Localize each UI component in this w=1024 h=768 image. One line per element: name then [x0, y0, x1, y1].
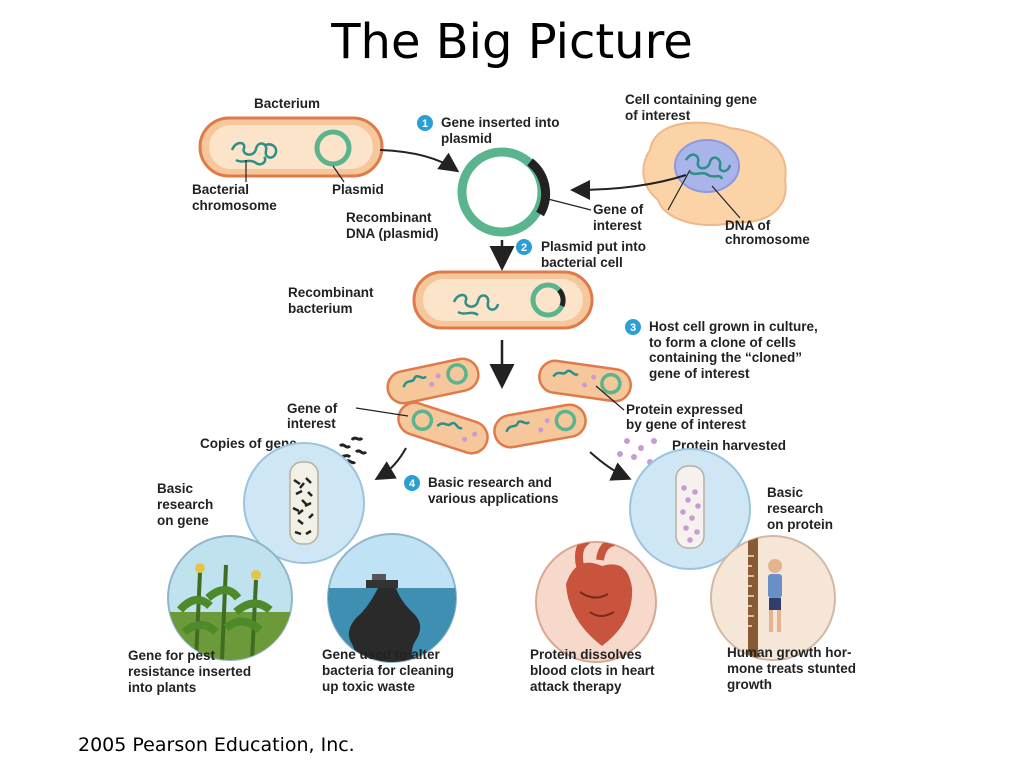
harvested-protein-icon: [617, 438, 657, 465]
application-2-text-1: Gene used to alter: [322, 647, 441, 662]
eukaryotic-cell: [642, 121, 787, 226]
application-2-text-3: up toxic waste: [322, 679, 416, 694]
application-1-text-1: Gene for pest: [128, 648, 216, 663]
cell-gene-label-1: Cell containing gene: [625, 92, 758, 107]
step-3-text-3: containing the “cloned”: [649, 350, 802, 365]
step-2-text-2: bacterial cell: [541, 255, 623, 270]
step-2-number: 2: [521, 242, 527, 254]
gene-of-interest-label-1: Gene of: [593, 202, 644, 217]
application-4-text-1: Human growth hor-: [727, 645, 852, 660]
recombinant-dna-label-1: Recombinant: [346, 210, 432, 225]
cloned-bacteria: [386, 357, 632, 455]
cell-gene-label-2: of interest: [625, 108, 691, 123]
heart-therapy-image: [535, 541, 657, 663]
step-2-badge: [516, 239, 532, 255]
basic-research-gene-label-2: research: [157, 497, 213, 512]
step-1-text-1: Gene inserted into: [441, 115, 560, 130]
gene-research-circle: [243, 442, 365, 564]
arrow-to-protein-research: [589, 451, 632, 481]
gene-of-interest-b-label-2: interest: [287, 416, 336, 431]
step-2-text-1: Plasmid put into: [541, 239, 646, 254]
step-3-number: 3: [630, 322, 636, 334]
basic-research-protein-label-1: Basic: [767, 485, 804, 500]
application-4-text-3: growth: [727, 677, 772, 692]
recombinant-bacterium-label-2: bacterium: [288, 301, 353, 316]
copies-of-gene-label: Copies of gene: [200, 436, 297, 451]
arrow-insert-gene: [570, 174, 687, 200]
application-3-text-3: attack therapy: [530, 679, 622, 694]
chromosome-icon: [452, 293, 500, 317]
chromosome-dna-icon: [684, 153, 732, 180]
protein-research-circle: [629, 448, 751, 570]
basic-research-protein-label-3: on protein: [767, 517, 833, 532]
bacterial-chromosome-label-1: Bacterial: [192, 182, 249, 197]
step-4-text-1: Basic research and: [428, 475, 552, 490]
slide-title: The Big Picture: [331, 14, 693, 70]
step-1-badge: [417, 115, 433, 131]
application-1-text-3: into plants: [128, 680, 196, 695]
bacterium-cell: [198, 116, 384, 178]
plasmid-label: Plasmid: [332, 182, 384, 197]
application-1-text-2: resistance inserted: [128, 664, 251, 679]
application-3-text-1: Protein dissolves: [530, 647, 642, 662]
step-3-text-4: gene of interest: [649, 366, 750, 381]
step-4-text-2: various applications: [428, 491, 559, 506]
dna-chromosome-label-1: DNA of: [725, 218, 771, 233]
basic-research-gene-label-1: Basic: [157, 481, 194, 496]
recombinant-plasmid: [457, 147, 551, 237]
arrow-extract-plasmid: [379, 149, 460, 173]
bacterial-chromosome-label-2: chromosome: [192, 198, 277, 213]
recombinant-dna-label-2: DNA (plasmid): [346, 226, 439, 241]
bacterium-label: Bacterium: [254, 96, 320, 111]
step-3-text-2: to form a clone of cells: [649, 335, 796, 350]
application-3-text-2: blood clots in heart: [530, 663, 655, 678]
protein-expressed-label-1: Protein expressed: [626, 402, 743, 417]
step-4-number: 4: [409, 478, 416, 490]
protein-expressed-label-2: by gene of interest: [626, 417, 747, 432]
dna-chromosome-label-2: chromosome: [725, 232, 810, 247]
step-1-text-2: plasmid: [441, 131, 492, 146]
growth-hormone-image: [710, 535, 836, 661]
gene-of-interest-label-2: interest: [593, 218, 642, 233]
step-1-number: 1: [422, 118, 428, 130]
bacterial-chromosome-icon: [230, 141, 278, 166]
gene-segment-icon: [527, 158, 551, 217]
basic-research-protein-label-2: research: [767, 501, 823, 516]
step-4-badge: [404, 475, 420, 491]
step-3-text-1: Host cell grown in culture,: [649, 319, 818, 334]
application-2-text-2: bacteria for cleaning: [322, 663, 454, 678]
pest-resistant-plants-image: [167, 535, 293, 661]
copyright-credit: 2005 Pearson Education, Inc.: [78, 734, 355, 756]
gene-copies-icon: [337, 436, 368, 465]
plasmid-icon: [314, 129, 352, 167]
gene-of-interest-b-label-1: Gene of: [287, 401, 338, 416]
arrow-to-gene-research: [374, 447, 407, 481]
application-4-text-2: mone treats stunted: [727, 661, 856, 676]
recombinant-bacterium: [412, 270, 594, 330]
step-3-badge: [625, 319, 641, 335]
basic-research-gene-label-3: on gene: [157, 513, 209, 528]
recombinant-bacterium-label-1: Recombinant: [288, 285, 374, 300]
